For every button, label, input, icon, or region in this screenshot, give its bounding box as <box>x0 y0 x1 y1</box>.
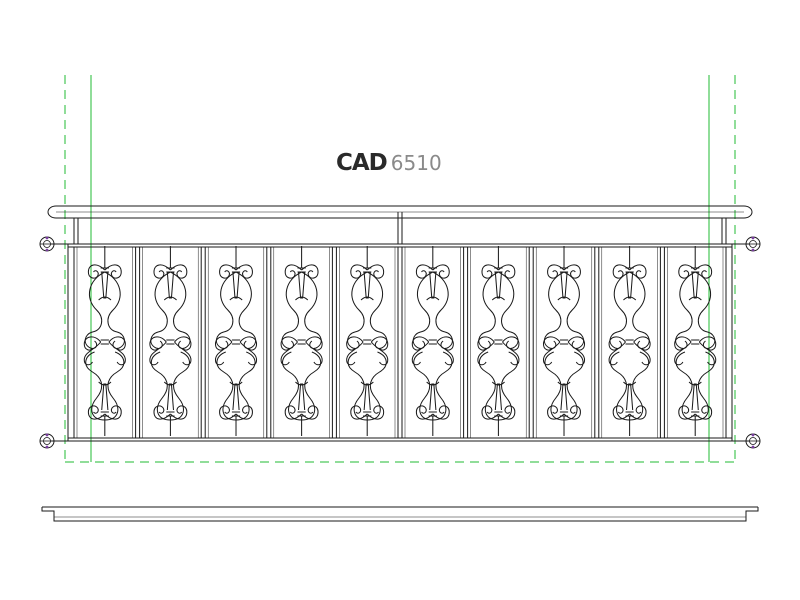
scroll-ornament <box>477 245 520 437</box>
watermark-code: 6510 <box>390 151 442 175</box>
scroll-ornament <box>280 245 323 437</box>
baluster-panel <box>532 245 596 439</box>
anchor-bolts <box>39 236 761 449</box>
baluster-panel <box>467 245 530 439</box>
anchor-bolt-top-right <box>745 236 761 252</box>
scroll-ornament <box>411 245 454 437</box>
baluster-panels <box>73 245 727 439</box>
scroll-ornament <box>674 245 717 437</box>
watermark-brand: CAD <box>336 150 388 176</box>
scroll-ornament <box>346 245 389 437</box>
baluster-panel <box>335 245 399 439</box>
baluster-panel <box>270 245 333 439</box>
railing-plan-view <box>41 506 759 522</box>
scroll-ornament <box>83 245 126 437</box>
scroll-ornament <box>542 245 586 437</box>
scroll-ornament <box>608 245 651 437</box>
cad-watermark: CAD 6510 <box>336 150 442 184</box>
anchor-bolt-bottom-left <box>39 433 55 449</box>
anchor-bolt-bottom-right <box>745 433 761 449</box>
scroll-ornament <box>149 245 192 437</box>
baluster-panel <box>139 245 202 439</box>
anchor-bolt-top-left <box>39 236 55 252</box>
railing-frame <box>50 243 750 442</box>
baluster-panel <box>663 245 727 439</box>
construction-guides <box>64 75 736 463</box>
baluster-panel <box>401 245 465 439</box>
scroll-ornament <box>214 245 258 437</box>
baluster-panel <box>204 245 268 439</box>
baluster-panel <box>73 245 137 439</box>
handrail <box>47 205 753 244</box>
baluster-panel <box>598 245 661 439</box>
